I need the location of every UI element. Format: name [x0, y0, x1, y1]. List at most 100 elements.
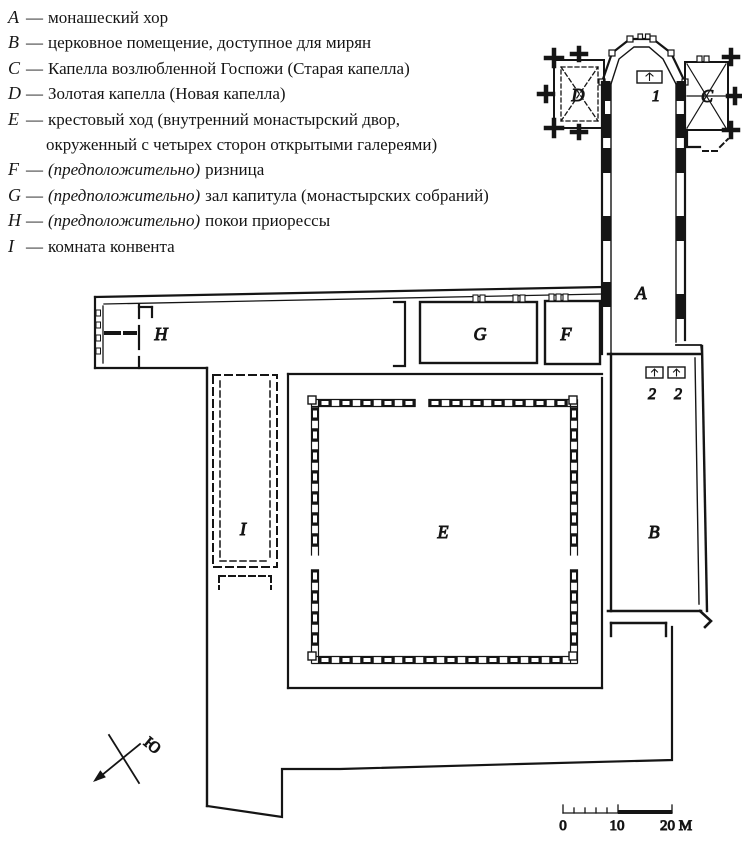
legend-text: комната конвента	[48, 236, 175, 256]
scale-bar: 0 10 20 М	[559, 804, 693, 835]
legend-letter: D	[8, 83, 21, 104]
room-label-h: H	[154, 324, 169, 344]
chapel-c-door-bumps	[696, 55, 710, 63]
room-b	[606, 344, 713, 638]
legend-letter: G	[8, 184, 21, 205]
chapel-d	[536, 45, 605, 141]
room-label-i: I	[239, 519, 247, 539]
room-f-outline	[543, 299, 602, 366]
legend-text: Золотая капелла (Новая капелла)	[48, 84, 286, 104]
room-label-f: F	[560, 324, 573, 344]
north-range	[93, 285, 604, 376]
room-label-d: D	[571, 85, 585, 105]
legend-separator: —	[26, 185, 43, 205]
north-wall-inner	[103, 293, 603, 305]
legend-text: окруженный с четырех сторон открытыми га…	[46, 135, 438, 155]
room-label-g: G	[474, 324, 487, 344]
legend-item-f: F —(предположительно)ризница	[8, 157, 608, 182]
legend-letter: H	[8, 210, 21, 231]
precinct-boundary-wall	[205, 625, 674, 819]
north-wall-outer	[93, 285, 604, 299]
legend-letter: B	[8, 32, 19, 53]
room-h-partition	[137, 303, 154, 370]
arcade-corners	[307, 395, 578, 661]
west-wall-windows	[95, 309, 101, 355]
altar-icon	[636, 70, 663, 84]
legend-item-d: D—Золотая капелла (Новая капелла)	[8, 81, 608, 106]
room-i-south-dashed	[218, 575, 272, 590]
nave-to-b-step	[675, 344, 703, 355]
church	[598, 33, 703, 356]
legend-text: покои приорессы	[205, 211, 331, 231]
legend-prefix: (предположительно)	[48, 160, 201, 180]
legend-prefix: (предположительно)	[48, 185, 201, 205]
legend-separator: —	[26, 160, 43, 180]
legend-separator: —	[26, 8, 43, 27]
room-b-east-wall-inner	[694, 357, 700, 605]
chapel-c	[684, 47, 742, 152]
legend-text: ризница	[205, 160, 265, 180]
cloister	[286, 376, 604, 690]
scale-20-label: 20 М	[660, 818, 692, 834]
legend-separator: —	[26, 84, 43, 104]
altar-icon	[667, 366, 686, 379]
room-label-e: E	[437, 522, 449, 542]
legend-text: монашеский хор	[48, 8, 169, 27]
legend-text: церковное помещение, доступное для мирян	[48, 33, 372, 53]
wall-below-b	[609, 621, 668, 638]
compass-south-label: Ю	[140, 734, 164, 758]
room-labels: A B C D E F G H I 1 2 2	[153, 85, 714, 543]
legend-separator: —	[26, 33, 43, 53]
room-label-a: A	[635, 283, 648, 303]
legend-text: Капелла возлюбленной Госпожи (Старая кап…	[48, 58, 410, 78]
scale-10-label: 10	[610, 818, 625, 834]
compass-icon: Ю	[93, 734, 164, 785]
chapel-c-lower-wall	[685, 128, 702, 149]
room-label-c: C	[701, 86, 714, 106]
chapel-c-dashed-walls	[702, 137, 730, 152]
room-b-east-wall-outer	[700, 344, 709, 613]
room-i-dashed-outline	[212, 374, 278, 568]
legend-item-e: E —крестовый ход (внутренний монастырский…	[8, 107, 608, 132]
room-doors-bumps	[472, 293, 569, 303]
legend-item-a: A — монашеский хор	[8, 5, 608, 30]
legend-text: зал капитула (монастырских собраний)	[205, 185, 489, 205]
apse-inner-wall	[610, 46, 677, 85]
legend-letter: E	[8, 108, 19, 129]
legend-text: крестовый ход (внутренний монастырский д…	[48, 109, 401, 129]
chapel-c-turrets	[721, 47, 742, 140]
hall-end-bracket	[392, 300, 407, 368]
legend-separator: —	[26, 109, 43, 129]
altar-label-1: 1	[652, 88, 660, 105]
chapel-c-vault-lines	[686, 63, 727, 129]
legend-prefix: (предположительно)	[48, 211, 201, 231]
legend-item-i: I —комната конвента	[8, 234, 608, 259]
chapel-d-turrets	[536, 45, 589, 141]
room-label-b: B	[649, 522, 660, 542]
legend-item-b: B —церковное помещение, доступное для мир…	[8, 30, 608, 55]
legend-letter: F	[8, 159, 19, 180]
legend-item-h: H—(предположительно)покои приорессы	[8, 208, 608, 233]
altar-label-2-left: 2	[648, 386, 656, 403]
legend-letter: I	[8, 235, 14, 256]
legend-item-g: G—(предположительно)зал капитула (монаст…	[8, 183, 608, 208]
legend-separator: —	[26, 211, 43, 231]
altar-icon	[645, 366, 664, 379]
legend-letter: C	[8, 57, 21, 78]
legend-item-c: C—Капелла возлюбленной Госпожи (Старая к…	[8, 56, 608, 81]
wall-pier-marks	[602, 81, 685, 320]
west-range	[205, 366, 290, 808]
legend: A—монашеский хор B—церковное помещение, …	[8, 5, 608, 259]
arcade-pillars	[311, 399, 578, 664]
chapel-d-vault-lines	[560, 66, 599, 122]
scale-0-label: 0	[559, 818, 567, 834]
legend-separator: —	[26, 236, 43, 256]
room-i-inner-dashed	[219, 380, 271, 562]
apse-outer-wall	[600, 37, 687, 84]
room-b-corner-notch	[698, 609, 713, 629]
legend-letter: A	[8, 7, 19, 27]
legend-item-e-line2: окруженный с четырех сторон открытыми га…	[8, 132, 608, 157]
legend-separator: —	[26, 58, 43, 78]
